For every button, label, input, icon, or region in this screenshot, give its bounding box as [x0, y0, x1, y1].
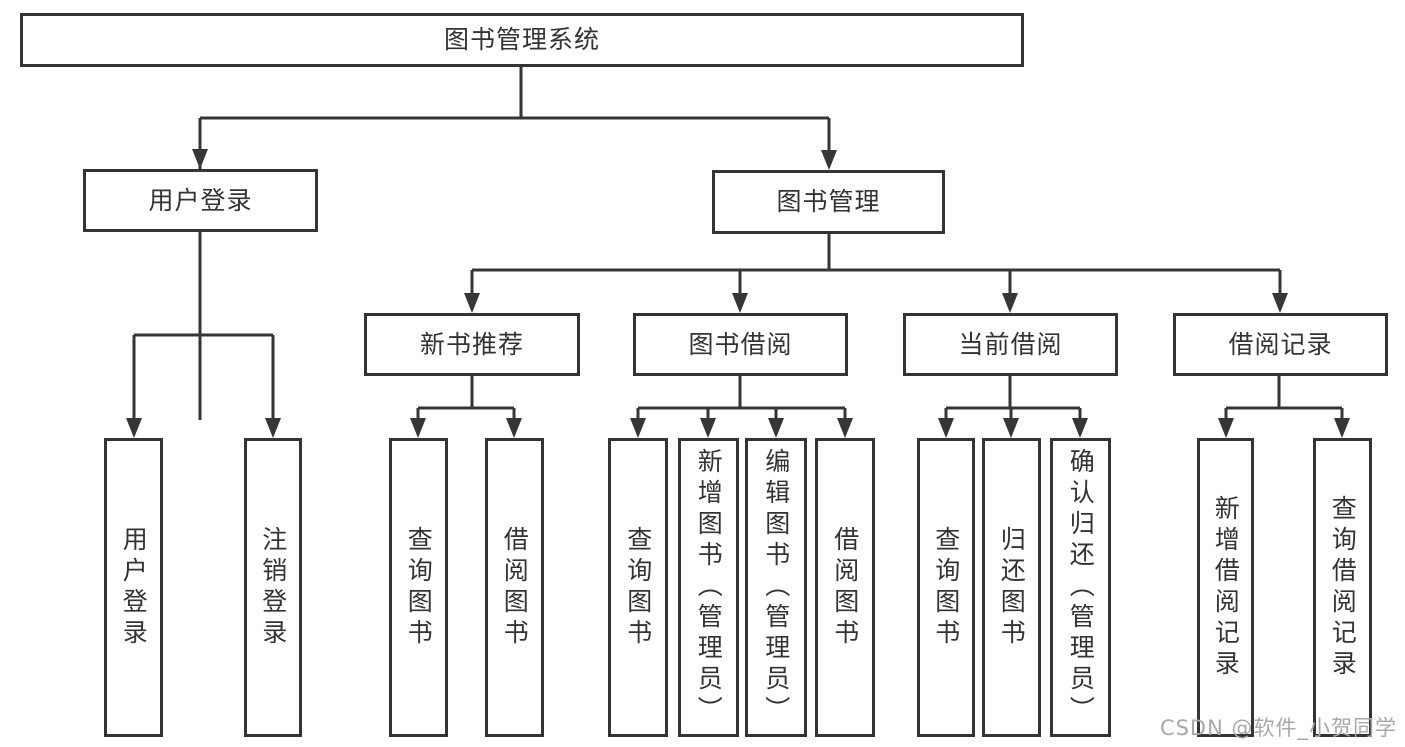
node-leaf-query-book-newbook: 查询图书: [389, 438, 448, 737]
node-borrow-record-label: 借阅记录: [1228, 329, 1333, 359]
node-leaf-user-login: 用户登录: [104, 438, 163, 737]
connector-current-borrow-to-children: [938, 376, 1088, 438]
connector-new-book-to-children: [410, 376, 522, 438]
node-leaf-query-borrow-record: 查询借阅记录: [1313, 438, 1372, 737]
node-leaf-edit-book-admin: 编辑图书（管理员）: [745, 438, 807, 737]
node-book-borrow-label: 图书借阅: [688, 329, 793, 359]
connector-root-to-level2: [192, 67, 837, 420]
node-leaf-query-borrow-record-label: 查询借阅记录: [1328, 494, 1358, 681]
node-leaf-edit-book-admin-label: 编辑图书（管理员）: [761, 448, 791, 727]
node-leaf-return-book: 归还图书: [982, 438, 1041, 737]
node-new-book-label: 新书推荐: [419, 329, 524, 359]
node-leaf-borrow-book-newbook: 借阅图书: [485, 438, 544, 737]
node-root-label: 图书管理系统: [443, 25, 600, 55]
node-leaf-query-book-newbook-label: 查询图书: [404, 525, 434, 650]
node-leaf-confirm-return-admin: 确认归还（管理员）: [1050, 438, 1111, 737]
watermark: CSDN @软件_小贺同学: [1159, 716, 1397, 740]
node-current-borrow-label: 当前借阅: [958, 329, 1063, 359]
connector-user-login-to-children: [126, 232, 281, 438]
node-leaf-logout: 注销登录: [244, 438, 302, 737]
node-user-login-label: 用户登录: [148, 185, 253, 215]
connector-book-mgmt-to-level3: [464, 234, 1288, 313]
node-leaf-borrow-book-newbook-label: 借阅图书: [500, 525, 530, 650]
node-leaf-confirm-return-admin-label: 确认归还（管理员）: [1066, 448, 1096, 727]
node-leaf-query-book-borrow: 查询图书: [608, 438, 668, 737]
node-book-mgmt: 图书管理: [712, 170, 945, 234]
node-new-book: 新书推荐: [364, 313, 580, 376]
node-root: 图书管理系统: [20, 13, 1024, 67]
node-current-borrow: 当前借阅: [903, 313, 1118, 376]
node-leaf-borrow-book-borrow: 借阅图书: [815, 438, 875, 737]
node-user-login: 用户登录: [83, 169, 318, 232]
node-leaf-user-login-label: 用户登录: [119, 525, 149, 650]
node-borrow-record: 借阅记录: [1173, 313, 1388, 376]
node-book-borrow: 图书借阅: [633, 313, 848, 376]
node-leaf-logout-label: 注销登录: [258, 525, 288, 650]
node-leaf-add-borrow-record: 新增借阅记录: [1197, 438, 1254, 737]
node-leaf-query-book-current-label: 查询图书: [931, 525, 961, 650]
node-book-mgmt-label: 图书管理: [776, 187, 881, 217]
node-leaf-add-book-admin-label: 新增图书（管理员）: [694, 448, 724, 727]
node-leaf-borrow-book-borrow-label: 借阅图书: [830, 525, 860, 650]
node-leaf-return-book-label: 归还图书: [997, 525, 1027, 650]
connector-borrow-record-to-children: [1218, 376, 1350, 438]
connector-book-borrow-to-children: [630, 376, 853, 438]
node-leaf-query-book-current: 查询图书: [917, 438, 975, 737]
node-leaf-add-borrow-record-label: 新增借阅记录: [1211, 494, 1241, 681]
node-leaf-query-book-borrow-label: 查询图书: [623, 525, 653, 650]
node-leaf-add-book-admin: 新增图书（管理员）: [678, 438, 739, 737]
